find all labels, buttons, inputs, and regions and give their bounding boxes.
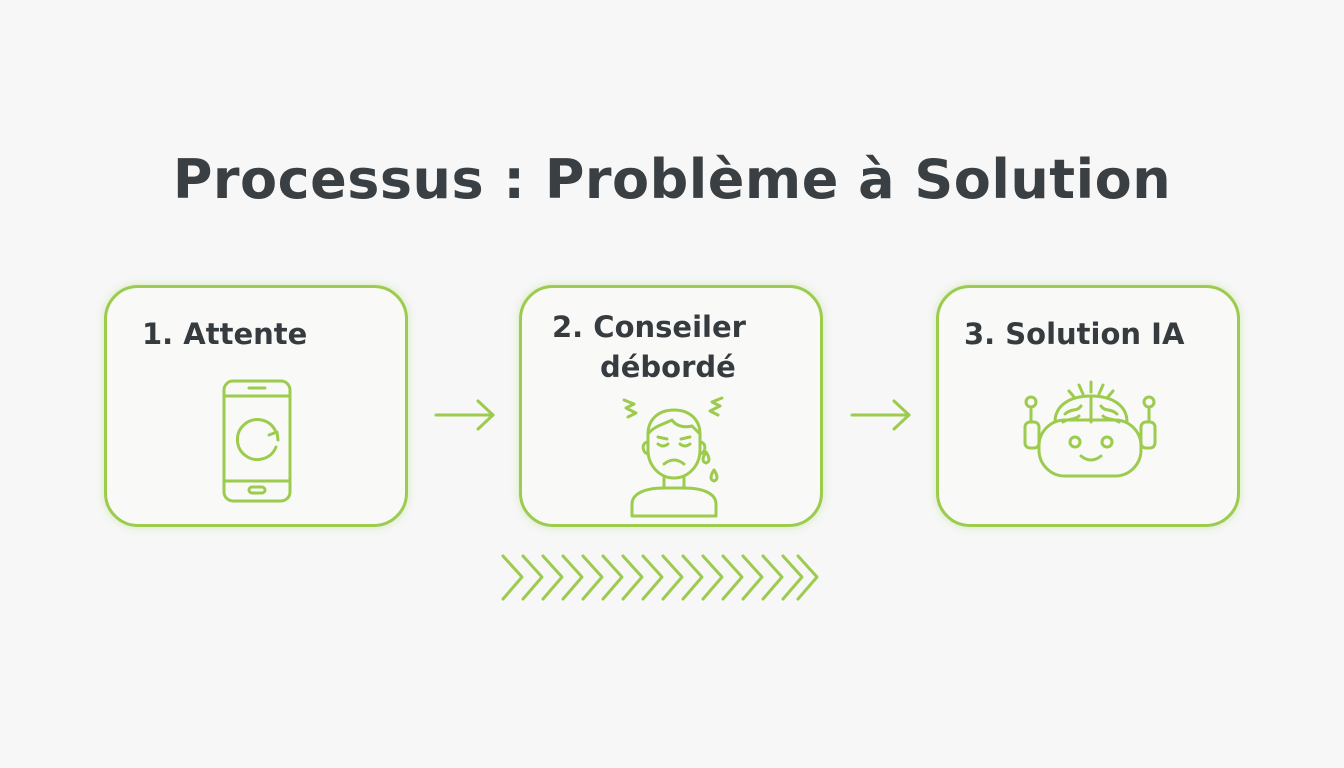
step-title-line-2: débordé xyxy=(600,350,736,384)
arrow-right-icon xyxy=(434,399,495,431)
step-title: 3. Solution IA xyxy=(964,317,1185,351)
chevron-stream-icon xyxy=(501,554,819,601)
step-title: 1. Attente xyxy=(142,317,308,351)
smartphone-refresh-icon xyxy=(222,379,292,503)
step-card-ai-solution: 3. Solution IA xyxy=(936,285,1240,527)
page-title: Processus : Problème à Solution xyxy=(172,148,1172,211)
stressed-person-icon xyxy=(622,396,724,518)
step-card-overwhelmed-advisor: 2. Conseiler débordé xyxy=(519,285,823,527)
step-title-line-1: 2. Conseiler xyxy=(552,310,746,344)
step-card-waiting: 1. Attente xyxy=(104,285,408,527)
step-title: 2. Conseiler débordé xyxy=(522,307,822,387)
arrow-right-icon xyxy=(850,399,911,431)
ai-robot-brain-icon xyxy=(1023,380,1157,478)
